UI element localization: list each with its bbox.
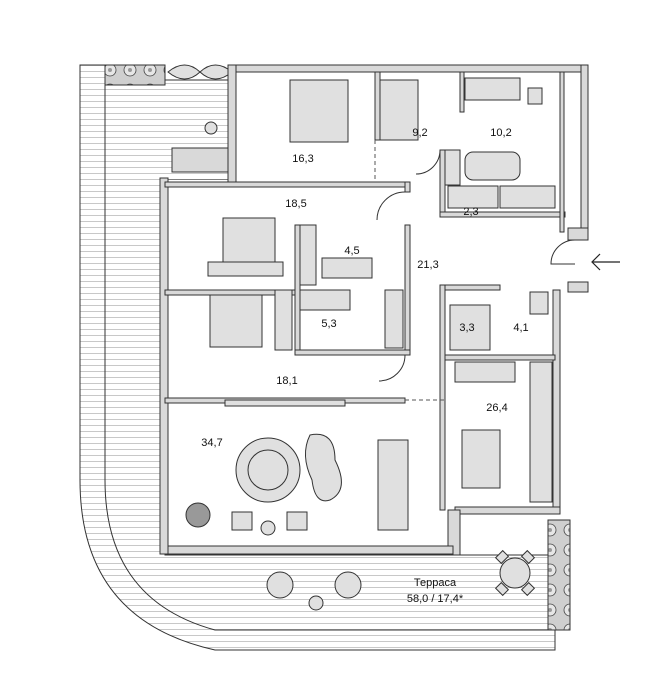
planter-ornament [167,64,233,80]
kitchen-island [461,429,501,489]
terrace-label: Терраса [414,577,457,589]
terrace-lounge-chairs [266,571,362,611]
sofa [305,433,342,502]
room-area-label: 9,2 [412,127,427,139]
room-area-label: 4,5 [344,245,359,257]
washer [449,304,491,351]
bathtub-3 [299,289,351,311]
room-labels: 16,3 9,2 10,2 18,5 2,3 4,5 21,3 5,3 3,3 … [201,127,528,449]
terrace: Терраса 58,0 / 17,4* [79,64,571,651]
terrace-dining-set [494,549,536,597]
room-area-label: 21,3 [417,259,438,271]
bed-1 [289,79,349,143]
room-area-label: 18,5 [285,198,306,210]
room-area-label: 5,3 [321,318,336,330]
furniture [185,77,556,536]
terrace-area: 58,0 / 17,4* [407,593,464,605]
room-area-label: 34,7 [201,437,222,449]
arrow-left-icon [591,253,620,271]
room-area-label: 16,3 [292,153,313,165]
bed-3 [209,294,263,348]
bed-2 [222,217,276,271]
stove-row [454,361,516,383]
room-area-label: 26,4 [486,402,507,414]
room-area-label: 18,1 [276,375,297,387]
planter-top [104,64,166,86]
dining-table [377,439,409,531]
wardrobe [379,79,419,141]
room-area-label: 10,2 [490,127,511,139]
kitchen-counter [529,361,553,503]
planter-right [547,519,571,631]
double-sink [464,77,521,101]
bathtub-2 [321,257,373,279]
bathtub-1 [464,151,521,181]
exterior-walls [159,64,589,556]
doors [376,149,576,382]
room-area-label: 3,3 [459,322,474,334]
room-area-label: 4,1 [513,322,528,334]
room-area-label: 2,3 [463,206,478,218]
